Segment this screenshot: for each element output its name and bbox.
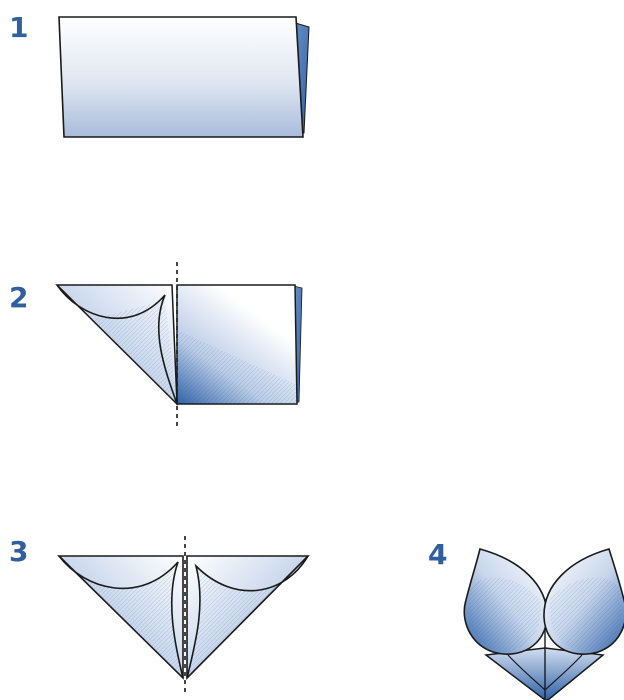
step-2-illustration — [55, 262, 303, 427]
step-4-left-inner-fold — [507, 654, 546, 691]
step-3-illustration — [57, 536, 310, 692]
step-3-left-curl — [58, 555, 184, 679]
step-number-1: 1 — [9, 11, 29, 44]
step-2-right-panel-hatch — [177, 330, 297, 404]
step-1-illustration — [58, 16, 310, 138]
step-4-right-inner-fold — [544, 654, 583, 691]
step-number-2: 2 — [9, 281, 29, 314]
step-4-left-petal-hatch — [468, 577, 541, 651]
step-2-flap-hatch — [90, 300, 177, 404]
step-4-illustration — [463, 548, 624, 700]
step-number-3: 3 — [9, 535, 29, 568]
step-3-right-curl — [186, 555, 309, 679]
step-number-4: 4 — [428, 538, 448, 571]
step-4-right-petal-hatch — [549, 577, 622, 651]
step-2-curl — [56, 284, 178, 405]
step-1-napkin — [58, 16, 304, 138]
